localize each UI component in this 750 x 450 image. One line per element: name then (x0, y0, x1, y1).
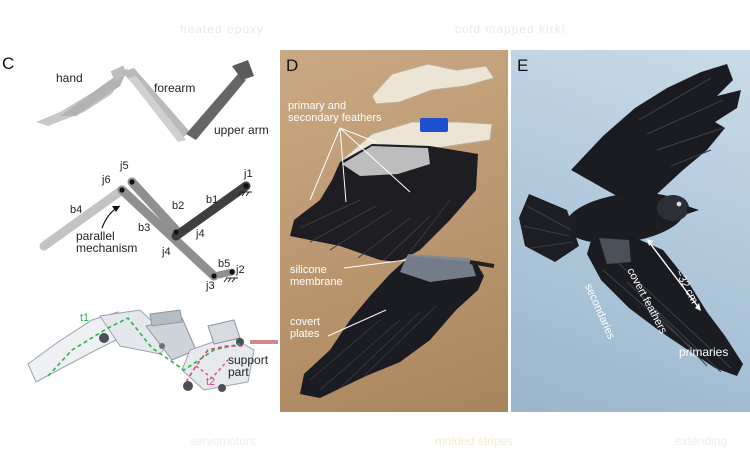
bar-b3 (117, 185, 219, 281)
label-support-line2: part (228, 365, 249, 379)
label-b2: b2 (172, 200, 185, 212)
panel-d-image (290, 63, 495, 398)
ground-symbols (223, 191, 252, 283)
label-j4-left: j4 (162, 246, 171, 258)
bar-b2 (127, 177, 181, 235)
label-primaries: primaries (679, 345, 729, 359)
label-upper-arm: upper arm (214, 123, 269, 137)
label-silicone-membrane: silicone membrane (290, 264, 343, 288)
label-parallel-line1: parallel (76, 229, 115, 243)
panel-e-letter: E (517, 56, 529, 75)
upper-arm-bone (186, 60, 254, 140)
forearm-bones (122, 68, 190, 142)
label-covert-line1: covert (290, 316, 320, 328)
faded-text-bottom-middle: molded stripes (435, 434, 514, 448)
faded-text-left: heated epoxy (180, 22, 265, 36)
label-b4: b4 (70, 204, 83, 216)
label-support-part: support part (228, 354, 268, 378)
label-parallel-line2: mechanism (76, 241, 138, 255)
label-j2: j2 (236, 264, 245, 276)
label-j6: j6 (102, 174, 111, 186)
label-b3: b3 (138, 222, 151, 234)
hand-bones (36, 65, 128, 126)
label-hand: hand (56, 71, 83, 85)
label-support-line1: support (228, 353, 269, 367)
label-covert-line2: plates (290, 328, 320, 340)
faded-text-bottom-left: servomotors (190, 434, 257, 448)
label-primary-line2: secondary feathers (288, 112, 382, 124)
label-primary-line1: primary and (288, 100, 347, 112)
arrow-head (112, 206, 120, 212)
label-membrane-line1: silicone (290, 264, 327, 276)
panel-e-photo: E covert feathers ~32 cm secondaries pri… (511, 50, 750, 412)
faded-text-bottom-right: extending (675, 434, 728, 448)
panel-c-letter: C (2, 54, 15, 73)
label-j3: j3 (206, 280, 215, 292)
label-primary-secondary: primary and secondary feathers (288, 100, 382, 124)
faded-figure-text-bottom: servomotors molded stripes extending (0, 426, 750, 450)
mechanism-bars (39, 177, 251, 281)
mechanism-joints (119, 179, 249, 279)
bar-b1 (171, 181, 251, 241)
label-parallel-mechanism: parallel mechanism (76, 230, 137, 254)
panel-e-image (519, 64, 743, 376)
label-j4-right: j4 (196, 228, 205, 240)
faded-text-right: cold mapped kirki (455, 22, 566, 36)
label-t1: t1 (80, 312, 90, 324)
label-b5: b5 (218, 258, 231, 270)
panel-c: C (0, 50, 280, 410)
label-j1: j1 (244, 168, 253, 180)
bar-b5 (210, 268, 236, 280)
panel-d-pointers (309, 127, 411, 337)
label-covert-plates: covert plates (290, 316, 320, 340)
faded-figure-text-top: heated epoxy cold mapped kirki (0, 22, 750, 42)
label-membrane-line2: membrane (290, 276, 343, 288)
label-forearm: forearm (154, 81, 196, 95)
label-j5: j5 (120, 160, 129, 172)
panel-c-diagram (27, 60, 278, 392)
panel-d-letter: D (286, 56, 299, 75)
label-b1: b1 (206, 194, 219, 206)
bar-b4 (39, 185, 127, 251)
wing-model-render (27, 309, 278, 392)
label-t2: t2 (206, 376, 216, 388)
panel-d-photo: D primary and secondary feathers silicon… (280, 50, 508, 412)
